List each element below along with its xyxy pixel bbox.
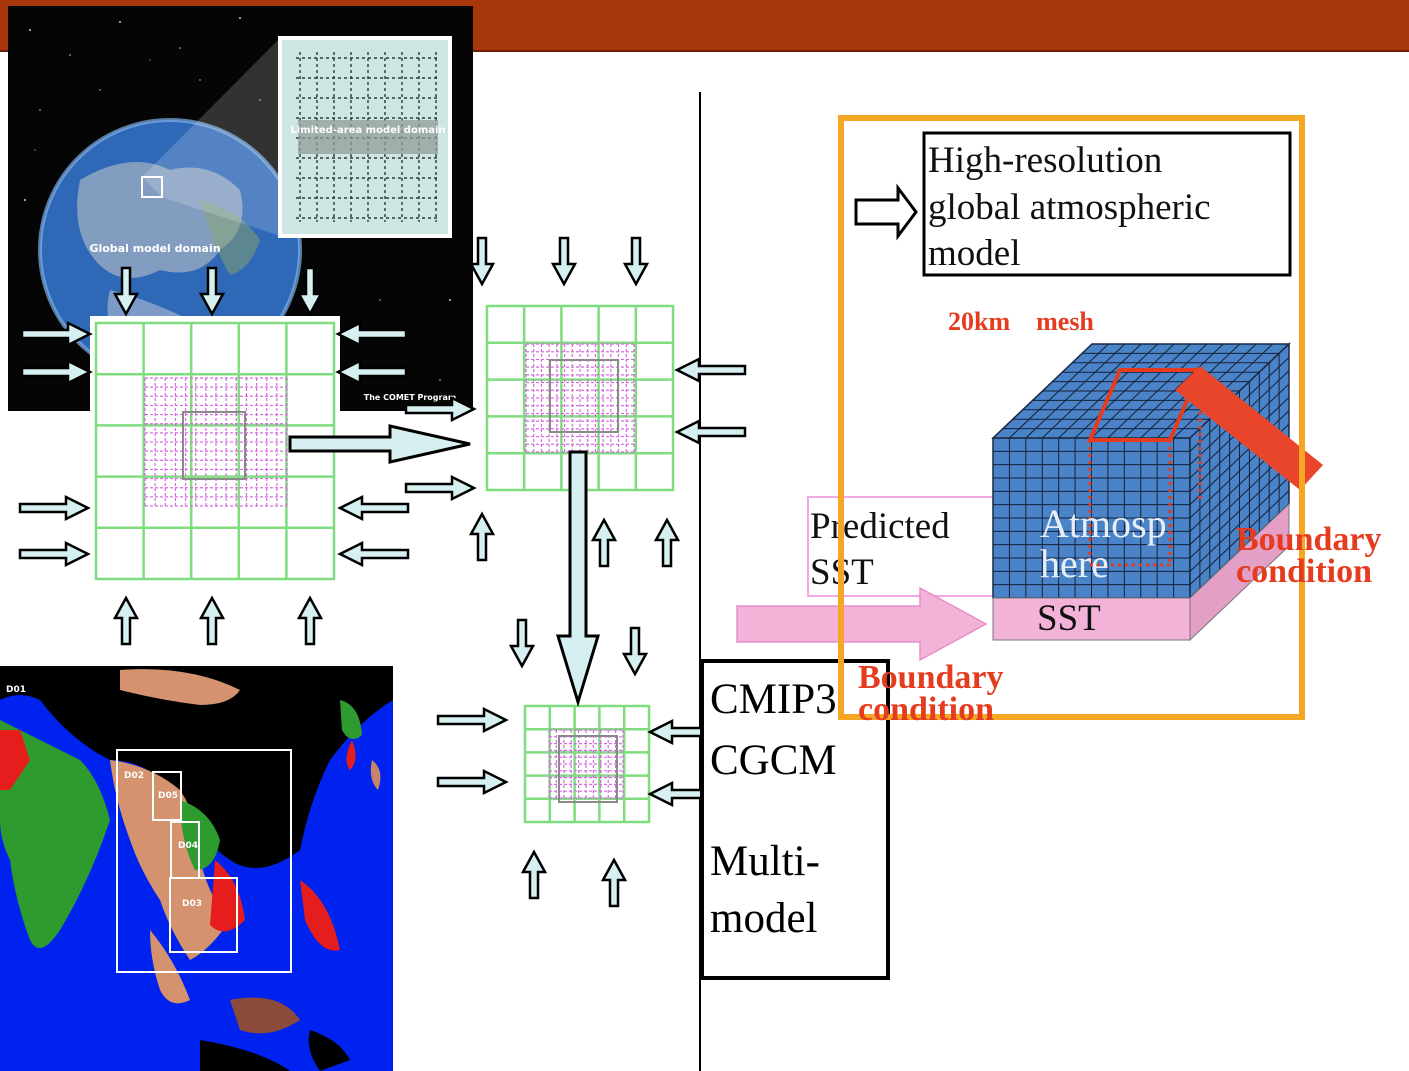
- pink-sst-arrow-icon: [736, 586, 988, 662]
- stars: [24, 17, 451, 381]
- zoom-label: Limited-area model domain: [290, 125, 445, 136]
- domain-label-d01: D01: [6, 685, 26, 695]
- cmip3-label: CMIP3: [710, 676, 837, 723]
- arrow-up-icon: [601, 858, 627, 908]
- boundary-right-line-2: condition: [1236, 553, 1372, 590]
- high-res-model-box: [922, 131, 1292, 277]
- arrow-down-icon: [469, 236, 495, 286]
- domain-d03-box: [169, 877, 238, 953]
- arrow-right-icon: [18, 541, 90, 567]
- arrow-left-icon: [675, 357, 747, 383]
- predicted-label: Predicted: [810, 506, 950, 547]
- arrow-up-icon: [521, 850, 547, 900]
- red-boundary-arrow-icon: [1175, 366, 1323, 490]
- arrow-up-icon: [654, 518, 680, 568]
- arrow-down-icon: [623, 236, 649, 286]
- domain-label-d05: D05: [158, 791, 178, 801]
- boundary-bottom-line-1: Boundary: [858, 659, 1004, 696]
- arrow-right-icon: [404, 475, 476, 501]
- cgcm-label: CGCM: [710, 737, 837, 784]
- domain-label-d03: D03: [182, 899, 202, 909]
- arrow-left-icon: [338, 541, 410, 567]
- right-diagram: Predicted SST SST Atmosp here High-resol…: [736, 115, 1382, 728]
- boundary-bottom-line-2: condition: [858, 691, 994, 728]
- nested-grid-medium: [485, 304, 675, 492]
- arrow-down-icon: [622, 626, 648, 676]
- nested-grid-small: [523, 704, 651, 824]
- model-label: model: [710, 895, 818, 942]
- credit-label: The COMET Program: [364, 393, 456, 402]
- arrow-up-icon: [199, 596, 225, 646]
- sst-label: SST: [1037, 598, 1101, 639]
- arrow-right-icon: [18, 495, 90, 521]
- model-frame: [838, 115, 1305, 720]
- arrow-left-icon: [338, 495, 410, 521]
- arrow-up-icon: [297, 596, 323, 646]
- arrow-up-icon: [113, 596, 139, 646]
- boundary-arrows: [18, 236, 747, 908]
- high-res-line-3: model: [928, 233, 1020, 274]
- here-label: here: [1040, 541, 1109, 586]
- cmip3-box: CMIP3 CGCM Multi- model: [700, 659, 890, 980]
- boundary-right-line-1: Boundary: [1236, 521, 1382, 558]
- atmosp-label: Atmosp: [1040, 501, 1167, 546]
- arrow-up-icon: [469, 512, 495, 562]
- arrow-down-icon: [509, 618, 535, 668]
- high-res-line-1: High-resolution: [928, 140, 1162, 181]
- domain-label-d04: D04: [178, 841, 198, 851]
- flow-arrow-right-icon: [288, 424, 471, 464]
- arrow-right-icon: [436, 707, 508, 733]
- domain-d05-box: [152, 771, 182, 821]
- arrow-up-icon: [591, 518, 617, 568]
- outline-arrow-right-icon: [854, 183, 918, 241]
- globe-label: Global model domain: [89, 242, 220, 255]
- mesh-label: 20km mesh: [948, 307, 1094, 336]
- domain-d02-box: [116, 749, 292, 973]
- map-inset: D01 D02 D03 D04 D05: [0, 666, 393, 1071]
- multi-label: Multi-: [710, 838, 820, 885]
- arrow-right-icon: [436, 769, 508, 795]
- domain-label-d02: D02: [124, 771, 144, 781]
- arrow-left-icon: [675, 419, 747, 445]
- flow-arrow-down-icon: [555, 450, 601, 708]
- arrow-down-icon: [551, 236, 577, 286]
- high-res-line-2: global atmospheric: [928, 187, 1211, 228]
